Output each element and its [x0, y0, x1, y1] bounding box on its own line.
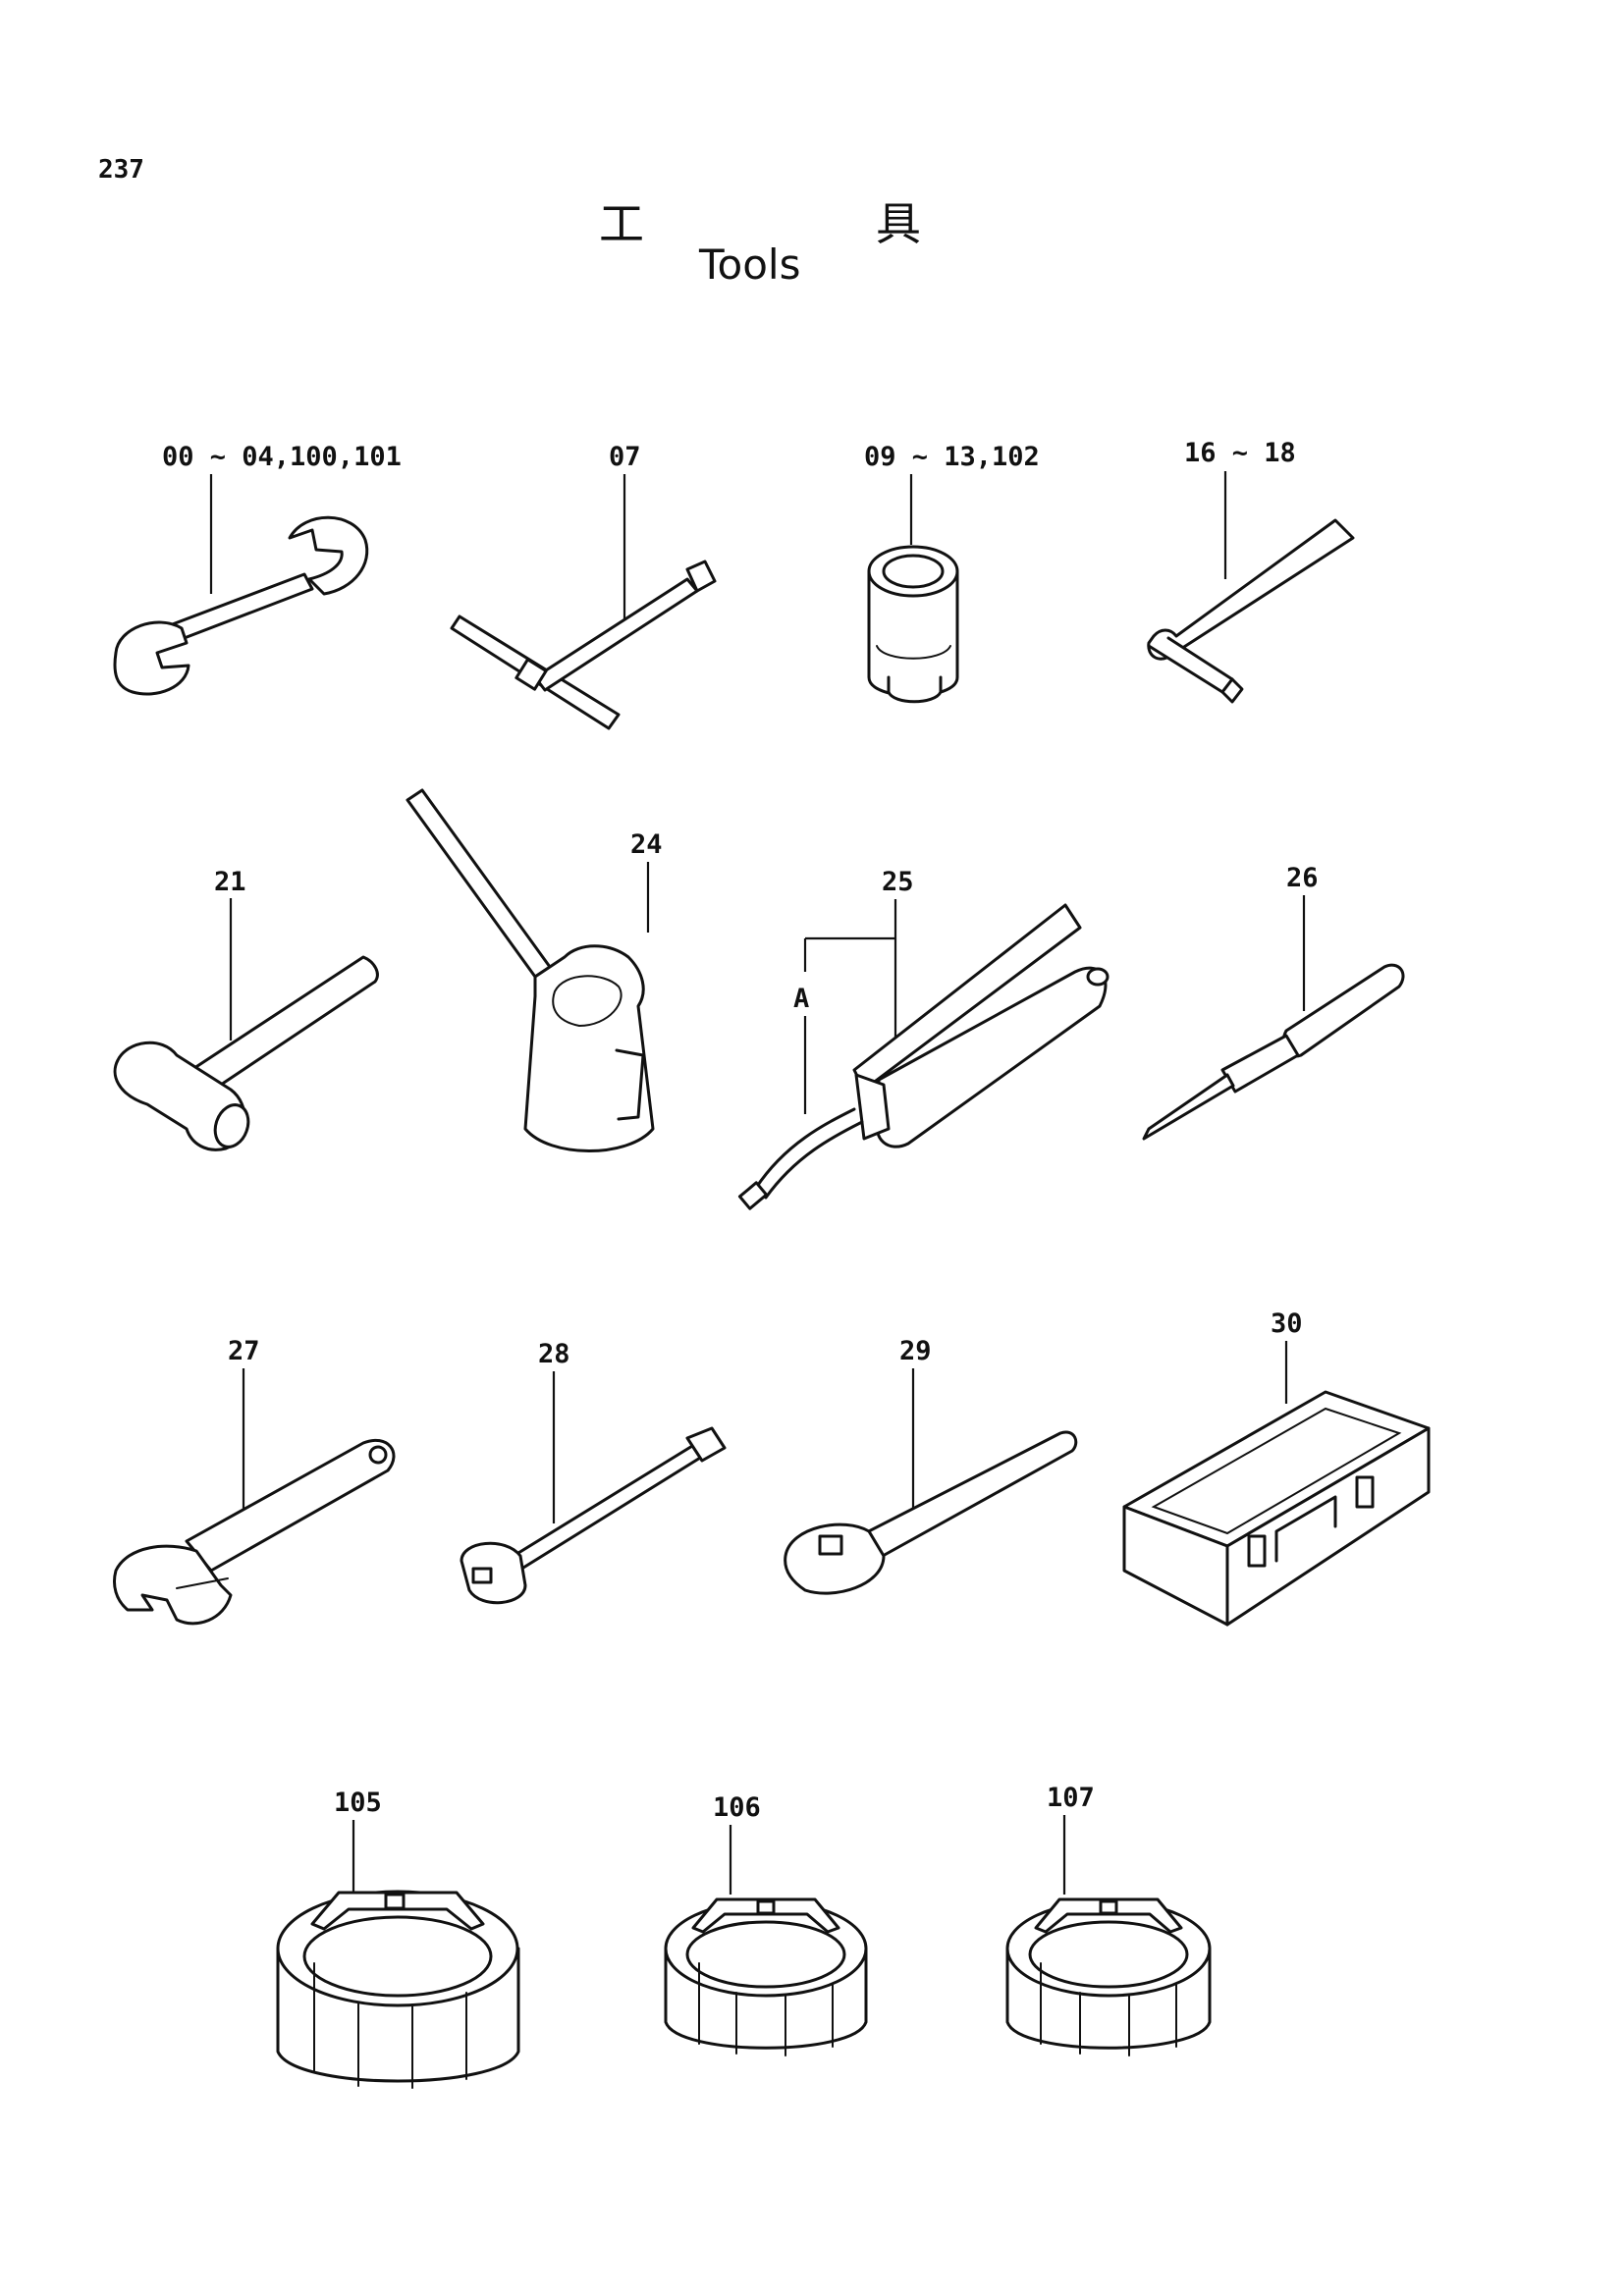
socket-illustration: 09 ~ 13,102: [864, 442, 1040, 704]
oil-can-illustration: 24: [406, 788, 663, 1152]
callout-hex-key: 16 ~ 18: [1184, 438, 1296, 468]
hex-key-illustration: 16 ~ 18: [1147, 438, 1355, 704]
title-japanese-left: 工: [599, 197, 644, 250]
callout-extension-bar: 28: [538, 1339, 570, 1369]
callout-socket: 09 ~ 13,102: [864, 442, 1040, 472]
wrench-illustration: 00 ~ 04,100,101: [113, 442, 402, 696]
callout-grease-gun: 25: [882, 867, 914, 897]
callout-hammer: 21: [214, 867, 246, 897]
extension-bar-illustration: 28: [460, 1339, 727, 1605]
callout-screwdriver: 26: [1286, 863, 1319, 893]
page-number: 237: [98, 155, 144, 185]
filter-wrench-3-illustration: 107: [1005, 1783, 1212, 2056]
callout-wrench: 00 ~ 04,100,101: [162, 442, 402, 472]
callout-filter-wrench-1: 105: [334, 1788, 382, 1818]
callout-ratchet-handle: 29: [899, 1336, 932, 1366]
tool-box-illustration: 30: [1122, 1308, 1431, 1627]
title-english: Tools: [699, 240, 801, 289]
filter-wrench-1-illustration: 105: [276, 1788, 520, 2089]
callout-grease-gun-part-a: A: [793, 984, 809, 1014]
callout-oil-can: 24: [630, 829, 663, 860]
callout-filter-wrench-2: 106: [713, 1792, 761, 1823]
callout-filter-wrench-3: 107: [1047, 1783, 1095, 1813]
title-japanese-right: 具: [876, 197, 921, 250]
callout-tool-box: 30: [1271, 1308, 1303, 1339]
grease-gun-illustration: 25 A: [737, 867, 1110, 1210]
callout-adjustable-wrench: 27: [228, 1336, 260, 1366]
ratchet-handle-illustration: 29: [784, 1336, 1078, 1595]
filter-wrench-2-illustration: 106: [664, 1792, 868, 2056]
hammer-illustration: 21: [113, 867, 379, 1151]
screwdriver-illustration: 26: [1142, 863, 1405, 1141]
adjustable-wrench-illustration: 27: [113, 1336, 396, 1626]
callout-t-handle: 07: [609, 442, 641, 472]
t-handle-wrench-illustration: 07: [450, 442, 717, 730]
